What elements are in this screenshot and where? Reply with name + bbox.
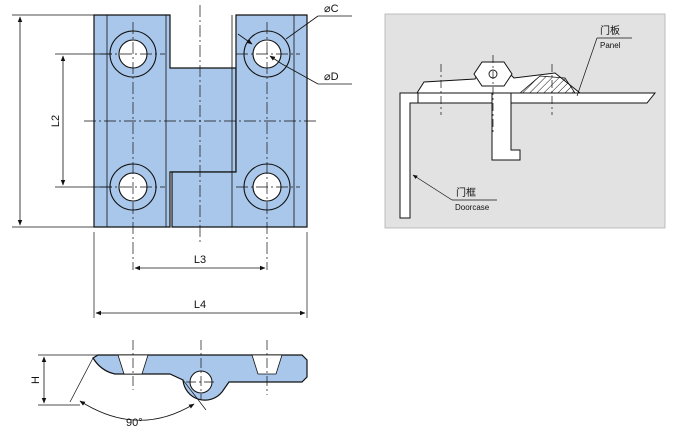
section-view: H 90° [30, 340, 308, 429]
l3-label: L3 [194, 254, 206, 266]
doorcase-label-en: Doorcase [455, 203, 490, 212]
diameter-c-label: ⌀C [324, 3, 339, 15]
panel-label-en: Panel [600, 41, 621, 50]
installation-background [384, 13, 666, 229]
l4-label: L4 [194, 299, 206, 311]
panel-label-cn: 门板 [600, 24, 620, 37]
installation-view: 门板 Panel 门框 Doorcase [384, 13, 666, 229]
l2-label: L2 [50, 115, 62, 127]
front-view: L2 L3 L4 ⌀C ⌀D [12, 3, 352, 318]
diameter-d-label: ⌀D [324, 71, 339, 83]
door-panel [417, 92, 657, 104]
doorcase-label-cn: 门框 [456, 186, 476, 199]
angle-label: 90° [126, 417, 143, 429]
h-label: H [30, 376, 42, 384]
